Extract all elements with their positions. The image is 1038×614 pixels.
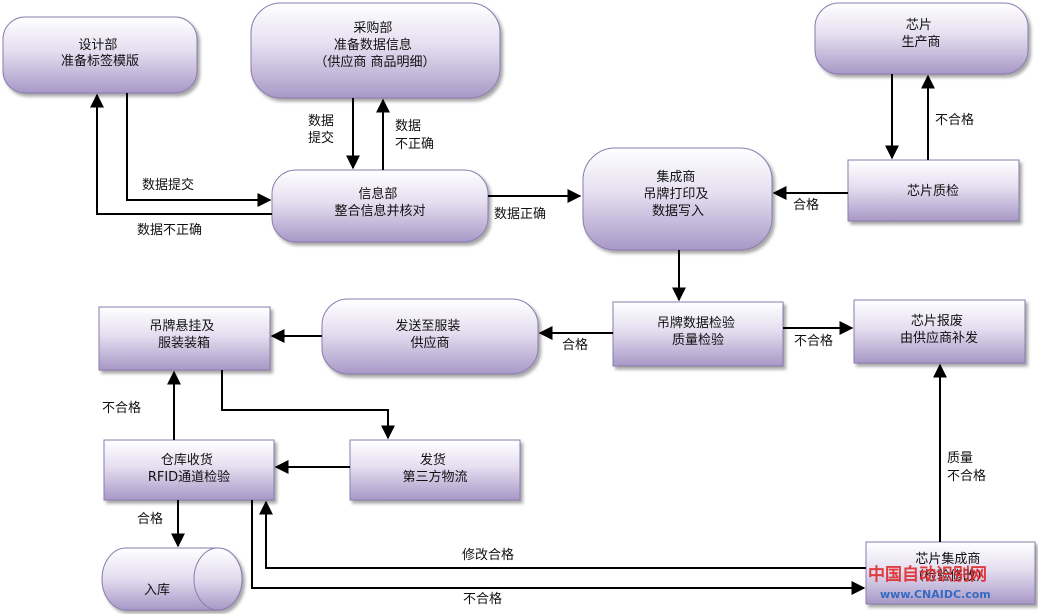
svg-text:芯片质检: 芯片质检	[907, 184, 959, 199]
watermark-url: www.CNAIDC.com	[880, 588, 991, 601]
svg-text:芯片 生产商: 芯片 生产商	[901, 18, 940, 50]
node-hang-pack: 吊牌悬挂及 服装装箱	[98, 306, 271, 371]
node-ship-garment-line1: 发送至服装	[395, 318, 460, 334]
node-chipmaker-line2: 生产商	[901, 35, 940, 50]
svg-text:仓库收货 RFID通道检验: 仓库收货 RFID通道检验	[148, 452, 230, 485]
node-ship-3pl: 发货 第三方物流	[349, 439, 521, 501]
node-design-line2: 准备标签模版	[61, 53, 139, 69]
node-integrator: 集成商 吊牌打印及 数据写入	[582, 147, 773, 251]
label-quality-fail-1: 质量	[947, 451, 973, 466]
node-purchase-line3: （供应商 商品明细）	[314, 54, 435, 70]
label-pass-chip: 合格	[793, 197, 819, 213]
svg-text:发送至服装 供应商: 发送至服装 供应商	[395, 318, 464, 351]
svg-text:采购部 准备数据信息 （供应商 商品: 采购部 准备数据信息 （供应商 商品明细）	[314, 20, 435, 70]
node-info: 信息部 整合信息并核对	[271, 169, 489, 243]
edge-info-to-design	[90, 93, 272, 215]
node-ship-3pl-line1: 发货	[420, 452, 446, 468]
edge-hangpack-to-ship3pl	[221, 370, 395, 440]
node-chip-scrap-line1: 芯片报废	[911, 313, 963, 329]
node-store: 入库	[101, 547, 243, 611]
svg-text:数据 提交: 数据 提交	[308, 114, 338, 146]
svg-text:芯片报废 由供应商补发: 芯片报废 由供应商补发	[900, 313, 978, 346]
node-integrator-line2: 吊牌打印及	[643, 186, 708, 202]
node-warehouse: 仓库收货 RFID通道检验	[103, 439, 275, 501]
node-hang-pack-line1: 吊牌悬挂及	[149, 318, 214, 334]
node-chipqc-line1: 芯片质检	[907, 184, 959, 199]
label-pass-tag: 合格	[562, 337, 588, 353]
edge-warehouse-to-chipintegrator	[251, 500, 866, 595]
node-warehouse-line2: RFID通道检验	[148, 469, 230, 485]
edge-design-to-info	[126, 93, 272, 207]
label-data-submit-v-2: 提交	[308, 130, 334, 146]
svg-text:信息部 整合信息并核对: 信息部 整合信息并核对	[334, 186, 425, 219]
node-chip-scrap: 芯片报废 由供应商补发	[853, 299, 1026, 364]
svg-text:入库: 入库	[144, 582, 170, 598]
svg-text:质量 不合格: 质量 不合格	[947, 451, 986, 484]
node-purchase-line1: 采购部	[353, 20, 392, 36]
node-chipmaker: 芯片 生产商	[814, 2, 1029, 75]
label-fail-tag: 不合格	[794, 333, 833, 349]
node-chip-integrator-line2: （检验修改）	[911, 568, 989, 584]
node-purchase: 采购部 准备数据信息 （供应商 商品明细）	[250, 2, 501, 99]
label-fail-chip: 不合格	[935, 112, 974, 128]
node-info-line2: 整合信息并核对	[334, 203, 425, 219]
node-ship-3pl-line2: 第三方物流	[402, 469, 467, 485]
label-modify-pass: 修改合格	[462, 547, 514, 563]
node-hang-pack-line2: 服装装箱	[158, 335, 210, 351]
node-chip-scrap-line2: 由供应商补发	[900, 330, 978, 346]
label-pass-warehouse: 合格	[137, 511, 163, 527]
node-design-line1: 设计部	[78, 38, 117, 53]
svg-text:吊牌悬挂及 服装装箱: 吊牌悬挂及 服装装箱	[149, 318, 218, 351]
node-integrator-line1: 集成商	[656, 169, 695, 185]
label-data-submit-v-1: 数据	[308, 114, 334, 129]
svg-text:芯片集成商 （检验修改）: 芯片集成商 （检验修改）	[911, 551, 989, 584]
label-fail-bottom: 不合格	[463, 591, 502, 607]
node-ship-garment-line2: 供应商	[410, 335, 449, 351]
node-chip-integrator-line1: 芯片集成商	[915, 551, 980, 567]
node-integrator-line3: 数据写入	[652, 204, 704, 219]
label-data-correct: 数据正确	[494, 207, 546, 222]
watermark-cn: 中国自动识别网	[868, 564, 987, 585]
svg-text:吊牌数据检验 质量检验: 吊牌数据检验 质量检验	[657, 315, 739, 348]
node-tag-check: 吊牌数据检验 质量检验	[612, 301, 784, 367]
label-data-incorrect-v-1: 数据	[395, 119, 421, 134]
label-data-incorrect-h: 数据不正确	[137, 223, 202, 238]
label-data-incorrect-v-2: 不正确	[395, 137, 434, 152]
svg-text:集成商 吊牌打印及 数据写入: 集成商 吊牌打印及 数据写入	[643, 169, 712, 219]
svg-text:发货 第三方物流: 发货 第三方物流	[402, 452, 467, 485]
label-quality-fail-2: 不合格	[947, 468, 986, 484]
node-tag-check-line2: 质量检验	[672, 332, 724, 348]
node-warehouse-line1: 仓库收货	[161, 452, 213, 468]
node-chipqc: 芯片质检	[847, 159, 1020, 222]
node-ship-garment: 发送至服装 供应商	[321, 298, 539, 375]
svg-text:数据 不正确: 数据 不正确	[395, 119, 434, 152]
node-store-label: 入库	[144, 582, 170, 598]
watermark: 中国自动识别网 www.CNAIDC.com	[868, 564, 991, 601]
svg-text:设计部 准备标签模版: 设计部 准备标签模版	[61, 38, 139, 69]
node-info-line1: 信息部	[358, 186, 397, 202]
edge-chipintegrator-to-warehouse	[259, 500, 866, 569]
node-purchase-line2: 准备数据信息	[334, 37, 412, 53]
label-fail-warehouse: 不合格	[102, 400, 141, 416]
node-chipmaker-line1: 芯片	[906, 18, 932, 33]
node-chip-integrator: 芯片集成商 （检验修改）	[865, 541, 1036, 605]
node-design: 设计部 准备标签模版	[2, 16, 198, 94]
node-tag-check-line1: 吊牌数据检验	[657, 315, 735, 331]
label-data-submit-h: 数据提交	[142, 177, 194, 193]
